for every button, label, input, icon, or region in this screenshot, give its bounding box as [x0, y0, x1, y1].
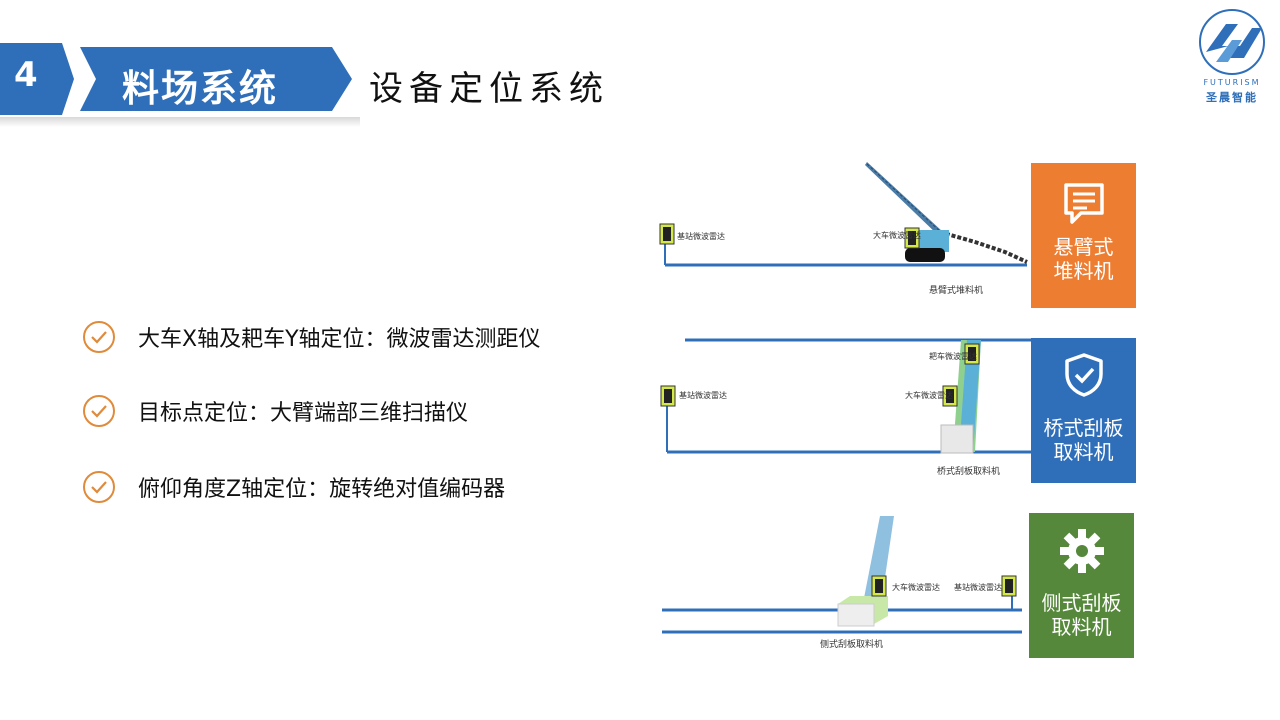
chat-bubble-icon — [1064, 183, 1104, 224]
stacker-illustration — [659, 162, 1028, 267]
logo-text-cn: 圣晨智能 — [1206, 91, 1258, 104]
bullet-item: 目标点定位：大臂端部三维扫描仪 — [82, 394, 468, 428]
radar-label: 大车微波雷达 — [873, 231, 921, 240]
company-logo: FUTURISM 圣晨智能 — [1192, 6, 1272, 104]
header-shadow — [0, 117, 360, 127]
bullet-item: 俯仰角度Z轴定位：旋转绝对值编码器 — [82, 470, 505, 504]
card-label-line1: 侧式刮板 — [1041, 591, 1122, 615]
logo-text-en: FUTURISM — [1203, 78, 1261, 87]
section-number-box — [0, 43, 74, 115]
page-subtitle: 设备定位系统 — [369, 69, 609, 109]
check-circle-icon — [83, 321, 115, 353]
diagram-caption: 侧式刮板取料机 — [820, 640, 884, 650]
bullet-text: 目标点定位：大臂端部三维扫描仪 — [138, 401, 469, 426]
section-number: 4 — [14, 55, 38, 95]
bullet-item: 大车X轴及耙车Y轴定位：微波雷达测距仪 — [82, 320, 541, 354]
bullet-text: 大车X轴及耙车Y轴定位：微波雷达测距仪 — [138, 327, 541, 352]
card-side-reclaimer: 侧式刮板 取料机 — [1029, 513, 1134, 658]
radar-label: 耙车微波雷达 — [929, 352, 977, 361]
shield-check-icon — [1065, 353, 1103, 397]
section-header: 4 料场系统 — [0, 43, 360, 127]
side-reclaimer-illustration — [662, 516, 1022, 634]
radar-label: 基站微波雷达 — [954, 583, 1002, 592]
section-title-box — [80, 47, 352, 111]
card-label-line1: 悬臂式 — [1053, 235, 1114, 259]
futurism-logo-icon — [1199, 9, 1265, 75]
card-label-line2: 取料机 — [1051, 615, 1112, 639]
stacker-diagram: 基站微波雷达 大车微波雷达 悬臂式堆料机 — [655, 160, 1030, 300]
diagram-caption: 桥式刮板取料机 — [937, 467, 1001, 477]
side-reclaimer-diagram: 大车微波雷达 基站微波雷达 侧式刮板取料机 — [660, 512, 1025, 652]
radar-label: 基站微波雷达 — [677, 232, 725, 241]
card-bridge-reclaimer: 桥式刮板 取料机 — [1031, 338, 1136, 483]
card-cantilever-stacker: 悬臂式 堆料机 — [1031, 163, 1136, 308]
bullet-text: 俯仰角度Z轴定位：旋转绝对值编码器 — [138, 477, 506, 502]
diagram-caption: 悬臂式堆料机 — [929, 286, 984, 296]
radar-label: 基站微波雷达 — [679, 391, 727, 400]
radar-label: 大车微波雷达 — [905, 391, 953, 400]
card-label-line2: 取料机 — [1053, 440, 1114, 464]
radar-label: 大车微波雷达 — [892, 583, 940, 592]
card-label-line2: 堆料机 — [1053, 259, 1114, 283]
check-circle-icon — [83, 395, 115, 427]
section-title: 料场系统 — [122, 67, 278, 110]
check-circle-icon — [83, 471, 115, 503]
bridge-reclaimer-illustration — [660, 338, 1033, 454]
bridge-reclaimer-diagram: 耙车微波雷达 基站微波雷达 大车微波雷达 桥式刮板取料机 — [655, 330, 1035, 480]
card-label-line1: 桥式刮板 — [1043, 416, 1124, 440]
gear-icon — [1060, 529, 1104, 573]
